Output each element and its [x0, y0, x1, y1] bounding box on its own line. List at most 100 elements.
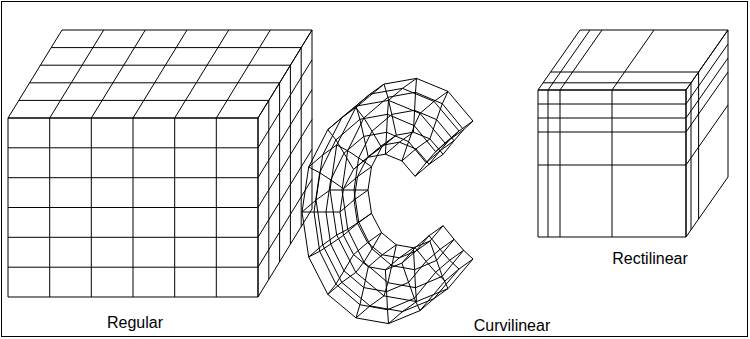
grid-line	[399, 132, 413, 142]
grid-line	[51, 47, 301, 48]
grid-line	[728, 30, 729, 177]
grid-line	[414, 92, 416, 110]
grid-line	[409, 261, 427, 282]
grid-line	[434, 91, 448, 101]
grid-line	[331, 244, 344, 271]
grid-line	[372, 114, 392, 131]
grid-line	[686, 105, 728, 165]
grid-line	[382, 233, 397, 245]
grid-line	[290, 65, 291, 244]
grid-line	[399, 248, 413, 258]
grid-line	[426, 249, 440, 261]
grid-line	[612, 30, 654, 90]
curvilinear-grid	[302, 78, 473, 323]
grid-line	[91, 30, 145, 118]
grid-line	[538, 90, 539, 237]
grid-line	[309, 245, 323, 257]
grid-line	[686, 44, 728, 104]
grid-line	[385, 142, 399, 154]
grid-line	[301, 48, 302, 227]
grid-line	[434, 269, 459, 299]
grid-line	[538, 132, 686, 133]
grid-line	[409, 282, 415, 298]
grid-line	[330, 190, 337, 235]
grid-line	[356, 84, 384, 108]
grid-line	[330, 190, 342, 191]
grid-line	[342, 282, 370, 306]
grid-line	[323, 245, 342, 282]
grid-line	[344, 255, 354, 271]
grid-line	[464, 250, 473, 259]
grid-line	[403, 88, 435, 101]
grid-line	[356, 318, 389, 324]
grid-line	[538, 90, 686, 91]
grid-line	[384, 283, 388, 296]
grid-line	[543, 82, 691, 83]
grid-line	[416, 241, 430, 251]
grid-line	[323, 118, 342, 155]
grid-line	[368, 147, 382, 157]
grid-line	[354, 243, 368, 255]
grid-line	[403, 78, 417, 88]
grid-line	[370, 306, 403, 312]
grid-line	[328, 118, 342, 130]
grid-line	[454, 239, 464, 250]
grid-line	[258, 209, 312, 297]
grid-line	[258, 90, 312, 178]
grid-line	[548, 90, 549, 237]
grid-line	[356, 272, 384, 296]
grid-line	[372, 249, 392, 266]
grid-line	[364, 118, 372, 131]
grid-line	[416, 236, 429, 251]
grid-line	[548, 30, 590, 90]
grid-line	[384, 78, 417, 84]
grid-line	[417, 78, 449, 91]
grid-line	[580, 30, 728, 31]
grid-line	[448, 91, 473, 121]
grid-line	[340, 189, 344, 212]
grid-line	[434, 101, 459, 131]
grid-line	[8, 237, 258, 238]
grid-line	[342, 94, 370, 118]
grid-line	[314, 212, 326, 213]
grid-line	[50, 30, 104, 118]
grid-line	[551, 72, 699, 73]
grid-line	[459, 121, 473, 131]
grid-line	[409, 142, 427, 163]
grid-line	[133, 30, 187, 118]
grid-line	[686, 58, 728, 118]
rectilinear-grid	[538, 30, 728, 237]
grid-line	[8, 207, 258, 208]
grid-line	[388, 266, 392, 283]
grid-line	[389, 88, 403, 100]
grid-line	[258, 118, 259, 297]
grid-line	[360, 288, 364, 305]
grid-line	[440, 239, 454, 249]
grid-type-label: Rectilinear	[612, 250, 688, 268]
grid-line	[402, 251, 416, 263]
grid-line	[8, 147, 258, 148]
grid-line	[258, 118, 259, 297]
grid-line	[316, 190, 330, 200]
grid-line	[416, 276, 443, 287]
grid-line	[686, 72, 728, 132]
grid-line	[382, 135, 396, 145]
grid-line	[340, 200, 354, 212]
grid-line	[354, 157, 368, 169]
grid-line	[258, 30, 312, 118]
grid-line	[429, 226, 443, 236]
grid-type-label: Regular	[107, 314, 163, 332]
grid-line	[414, 113, 420, 125]
grid-line	[309, 257, 328, 294]
grid-line	[402, 161, 415, 176]
grid-line	[434, 289, 448, 299]
grid-line	[448, 259, 473, 289]
grid-line	[368, 233, 382, 243]
grid-line	[320, 251, 336, 284]
grid-line	[450, 130, 464, 140]
regular-grid	[8, 30, 312, 297]
grid-line	[19, 100, 269, 101]
grid-line	[388, 310, 389, 324]
